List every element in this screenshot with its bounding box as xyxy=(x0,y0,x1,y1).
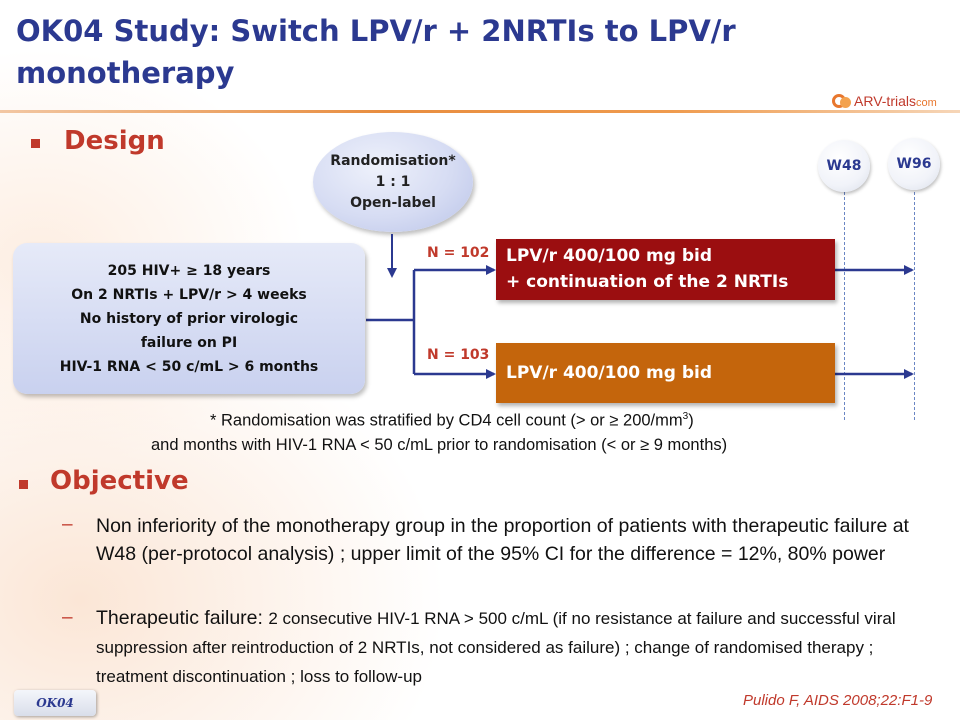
footnote-text: * Randomisation was stratified by CD4 ce… xyxy=(210,411,683,430)
dash-icon: – xyxy=(62,514,73,535)
arm1-line: LPV/r 400/100 mg bid xyxy=(506,246,713,266)
logo-dot-icon xyxy=(840,97,851,108)
w96-timeline xyxy=(914,192,915,420)
arm2-n-label: N = 103 xyxy=(427,347,490,363)
randomisation-line: 1 : 1 xyxy=(375,173,411,190)
week-48-marker: W48 xyxy=(818,140,870,192)
logo-suffix: com xyxy=(915,97,937,109)
population-line: 205 HIV+ ≥ 18 years xyxy=(107,262,271,279)
randomisation-line: Randomisation* xyxy=(330,152,456,169)
footnote-line-2: and months with HIV-1 RNA < 50 c/mL prio… xyxy=(151,436,728,454)
design-bullet-icon xyxy=(31,139,40,148)
population-line: failure on PI xyxy=(140,334,238,351)
design-heading: Design xyxy=(64,126,165,156)
week-96-marker: W96 xyxy=(888,138,940,190)
objective-heading: Objective xyxy=(50,466,189,496)
objective-item-lead: Therapeutic failure: xyxy=(96,607,269,629)
population-line: On 2 NRTIs + LPV/r > 4 weeks xyxy=(71,286,307,303)
randomisation-oval: Randomisation* 1 : 1 Open-label xyxy=(313,132,473,232)
randomisation-line: Open-label xyxy=(350,194,436,211)
arm1-box: LPV/r 400/100 mg bid + continuation of t… xyxy=(496,239,835,300)
dash-icon: – xyxy=(62,607,73,628)
slide-title: OK04 Study: Switch LPV/r + 2NRTIs to LPV… xyxy=(16,14,736,90)
objective-item: Non inferiority of the monotherapy group… xyxy=(96,512,926,568)
citation: Pulido F, AIDS 2008;22:F1-9 xyxy=(743,692,933,709)
title-divider xyxy=(0,110,960,113)
population-line: HIV-1 RNA < 50 c/mL > 6 months xyxy=(59,358,319,375)
arm2-line: LPV/r 400/100 mg bid xyxy=(506,363,713,383)
population-line: No history of prior virologic xyxy=(79,310,299,327)
footnote-text: ) xyxy=(688,411,694,430)
arm1-n-label: N = 102 xyxy=(427,245,490,261)
objective-item-text: Non inferiority of the monotherapy group… xyxy=(96,515,909,565)
objective-bullet-icon xyxy=(19,480,28,489)
study-tag: OK04 xyxy=(14,690,96,716)
footnote-line-1: * Randomisation was stratified by CD4 ce… xyxy=(210,411,694,431)
footnote-superscript: 3 xyxy=(682,411,689,422)
objective-item-text: 2 consecutive HIV-1 RNA > 500 c/mL (if n… xyxy=(96,609,896,686)
arm2-box: LPV/r 400/100 mg bid xyxy=(496,343,835,403)
objective-item: Therapeutic failure: 2 consecutive HIV-1… xyxy=(96,604,926,691)
arm1-line: + continuation of the 2 NRTIs xyxy=(506,272,789,292)
logo-text: ARV-trials xyxy=(854,93,916,109)
arv-trials-logo: ARV-trialscom xyxy=(832,92,954,112)
population-box: 205 HIV+ ≥ 18 years On 2 NRTIs + LPV/r >… xyxy=(13,243,365,394)
w48-timeline xyxy=(844,192,845,420)
